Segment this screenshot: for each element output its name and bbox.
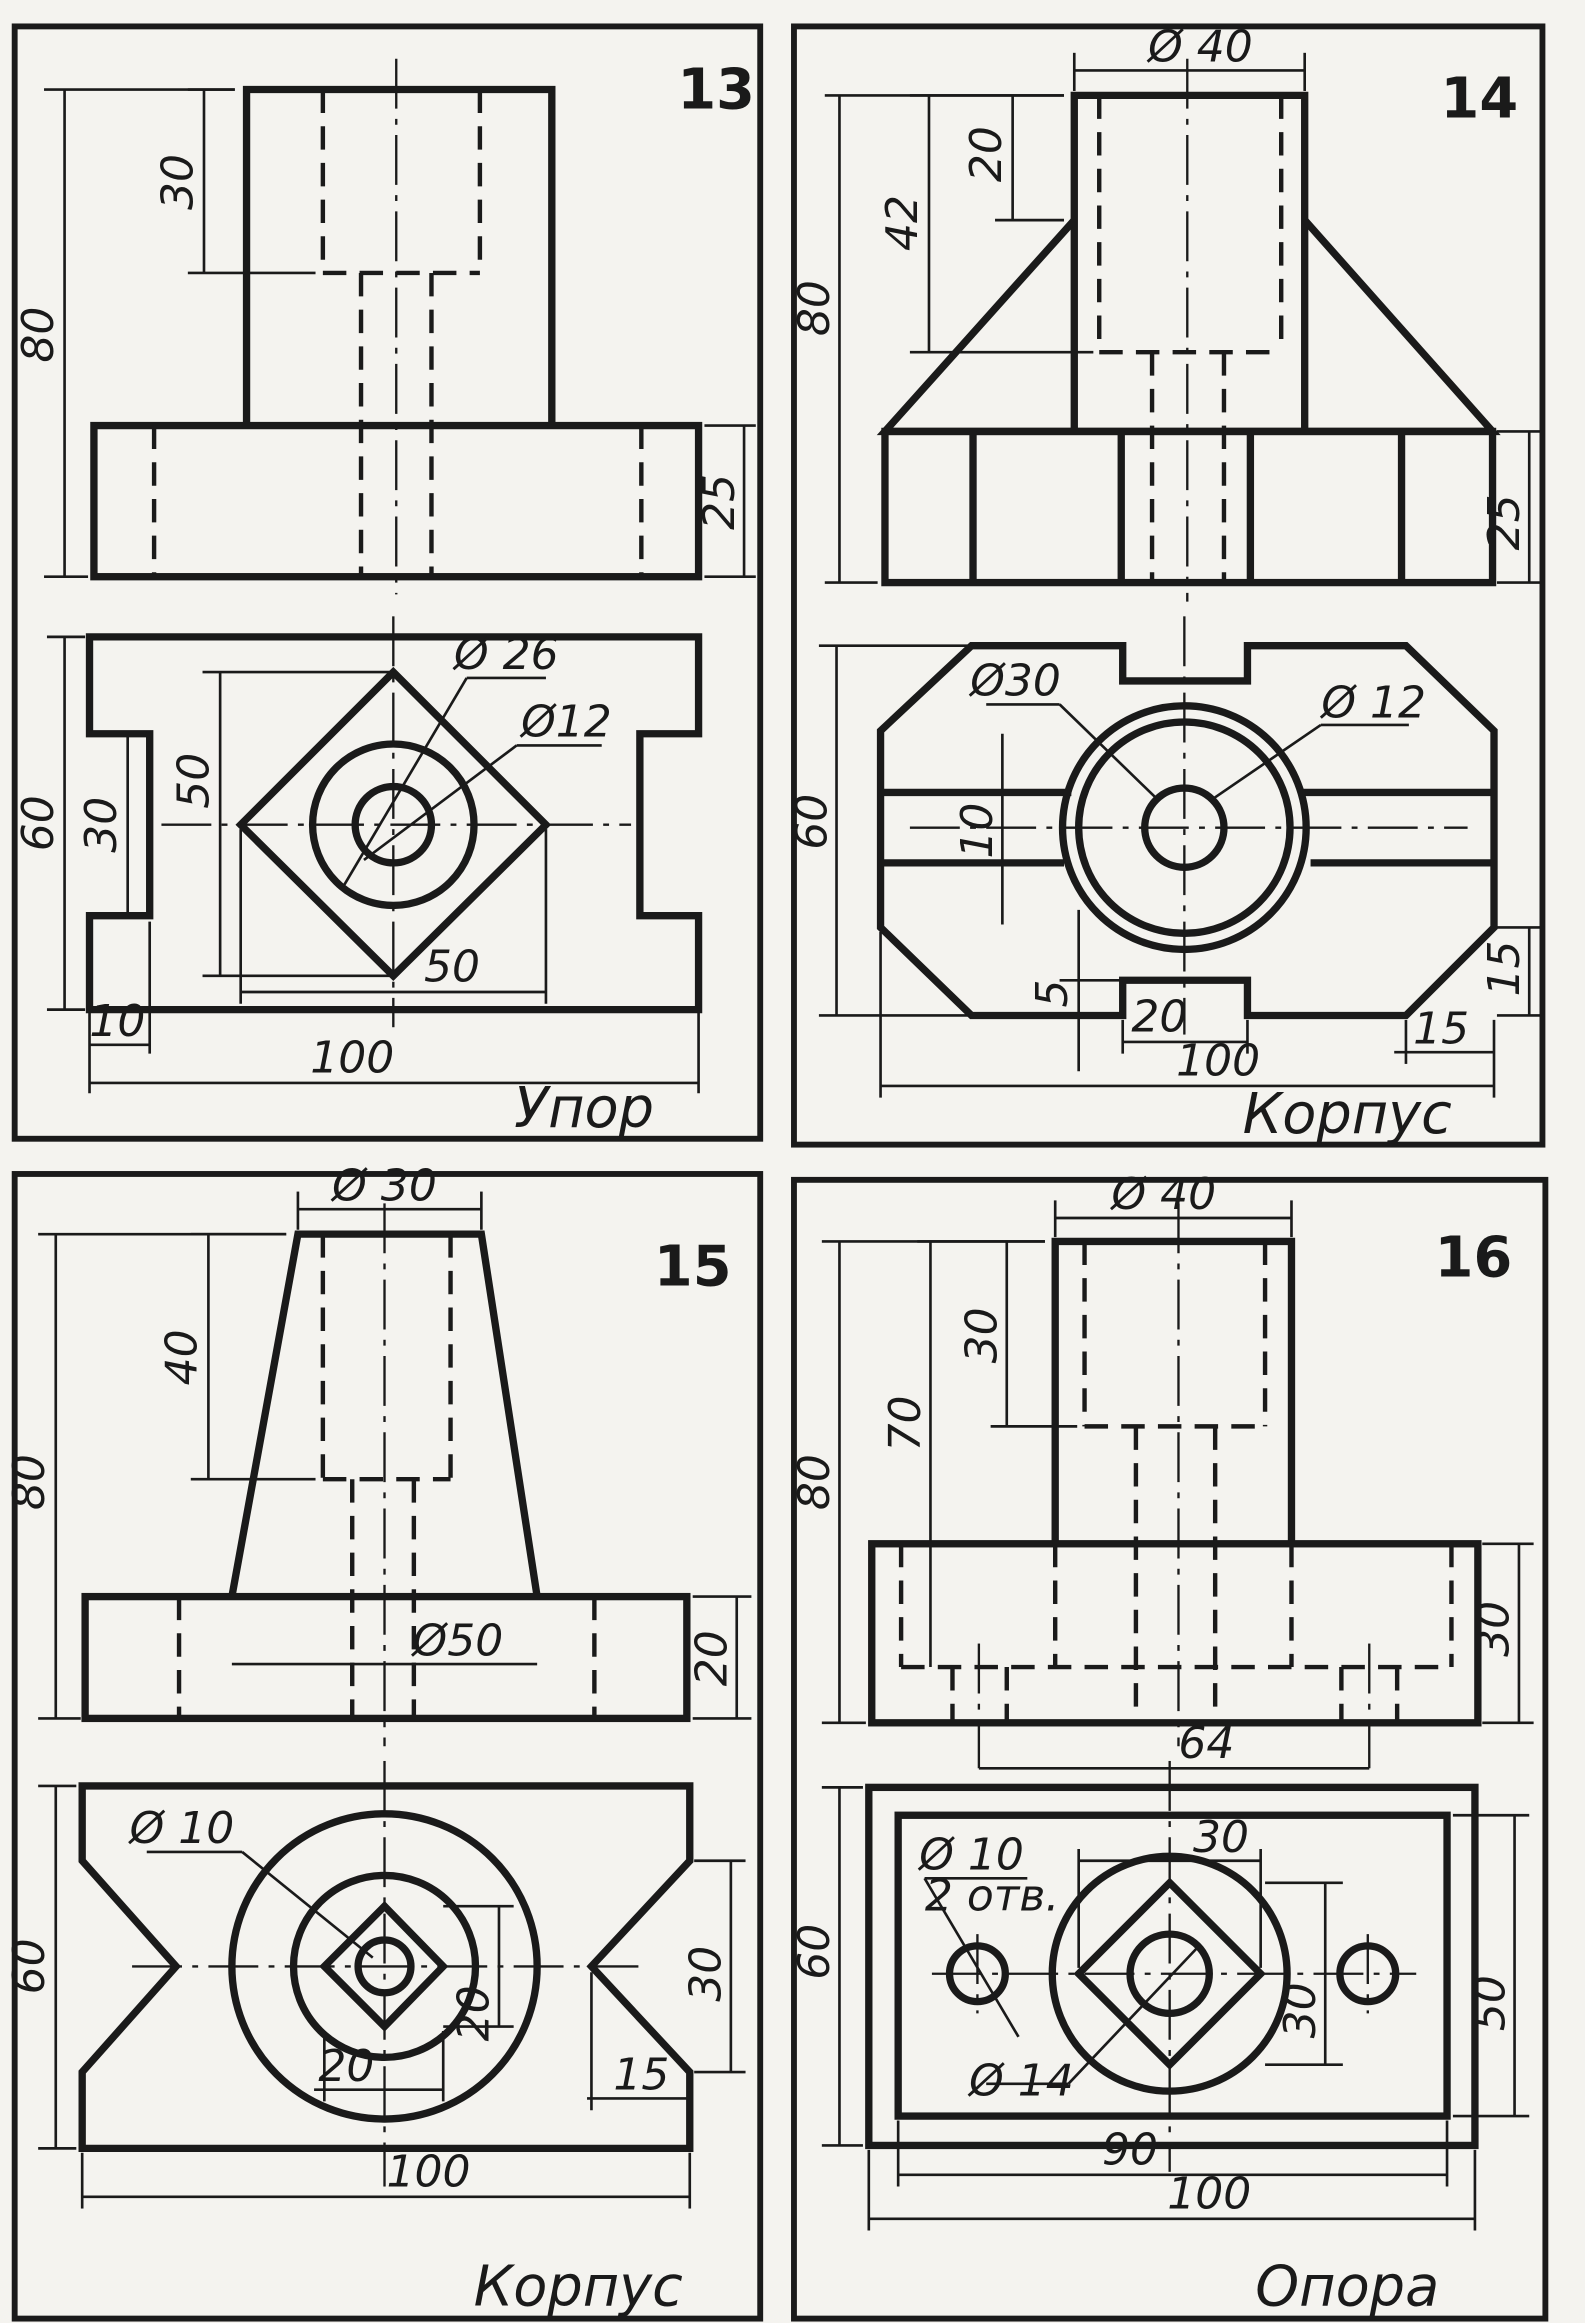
dimension-label: Ø 14 <box>967 2056 1074 2107</box>
dimension-label: 30 <box>152 154 203 210</box>
dimension-label: Ø 12 <box>1319 678 1426 729</box>
front-view <box>876 58 1501 602</box>
dimension-label: 100 <box>1176 1036 1260 1087</box>
drawing-16: 16 <box>789 1169 1549 2322</box>
dimension-label: 50 <box>168 753 219 809</box>
dimension-label: 100 <box>387 2147 471 2198</box>
dimension-label: 10 <box>89 996 145 1047</box>
drawing-title: Корпус <box>474 2254 683 2319</box>
dimension-label: 30 <box>681 1946 732 2002</box>
top-view <box>78 1760 694 2187</box>
dimension-label: 42 <box>877 195 928 251</box>
dimension-label: 30 <box>76 797 127 853</box>
dimension-label: Ø 26 <box>452 629 559 680</box>
dimension-label: 90 <box>1102 2125 1158 2176</box>
dimension-label: 15 <box>1413 1003 1469 1054</box>
dimension-label: 25 <box>1479 494 1530 550</box>
frame-16 <box>791 1176 1549 2322</box>
drawing-14: 14 <box>786 22 1546 1148</box>
drawing-title: Опора <box>1255 2254 1439 2319</box>
dimension-label: 100 <box>310 1033 394 1084</box>
dimension-label: Ø 40 <box>1146 22 1253 73</box>
dimension-label: 30 <box>1469 1601 1520 1657</box>
dimension-label: 80 <box>13 307 64 363</box>
drawing-number: 15 <box>654 1235 732 1300</box>
dimension-label: Ø 10 <box>917 1830 1024 1881</box>
dimension-label: 20 <box>686 1630 737 1686</box>
dimension-label: Ø 30 <box>330 1160 437 1211</box>
dimension-label: 20 <box>961 126 1012 182</box>
frame-15 <box>11 1171 764 2322</box>
top-view <box>876 616 1498 1035</box>
drawing-15: 15 Ø 30 <box>4 1160 764 2322</box>
dimension-label: 60 <box>13 795 64 851</box>
dimension-label: 20 <box>449 1985 500 2041</box>
dimension-label: 80 <box>4 1454 55 1510</box>
dimension-label: 80 <box>789 1454 840 1510</box>
dimension-label: Ø12 <box>519 697 612 748</box>
drawing-title: Корпус <box>1243 1082 1452 1147</box>
dimension-label: 70 <box>880 1395 931 1451</box>
dimension-label: 20 <box>1131 992 1187 1043</box>
dimensions: Ø 40 80 42 20 25 60 10 5 <box>786 22 1544 1147</box>
dimensions: Ø 40 80 70 30 30 64 60 50 <box>789 1169 1534 2319</box>
drawing-13: 13 80 <box>11 23 764 1142</box>
dimension-label: Ø 40 <box>1109 1169 1216 1220</box>
dimension-label: 25 <box>694 474 745 530</box>
drawing-number: 14 <box>1441 66 1519 131</box>
dimension-label: 20 <box>318 2041 374 2092</box>
dimension-label: 15 <box>1479 941 1530 997</box>
top-view <box>865 1760 1479 2172</box>
dimensions: 80 30 25 60 30 50 50 <box>13 88 756 1141</box>
dimension-label: 50 <box>424 942 480 993</box>
dimension-label: Ø50 <box>411 1615 504 1666</box>
dimension-label: 30 <box>956 1307 1007 1363</box>
dimension-label: 60 <box>789 1924 840 1980</box>
frame-14 <box>791 23 1546 1148</box>
dimension-label: 2 отв. <box>925 1871 1060 1922</box>
dimension-label: 60 <box>4 1938 55 1994</box>
dimension-label: 5 <box>1027 979 1078 1007</box>
dimension-label: 50 <box>1464 1975 1515 2031</box>
front-view <box>90 58 703 595</box>
dimension-label: 40 <box>157 1329 208 1385</box>
dimension-label: 60 <box>786 794 837 850</box>
drawing-number: 16 <box>1435 1226 1513 1291</box>
dimension-label: 64 <box>1178 1718 1234 1769</box>
dimension-label: Ø 10 <box>128 1803 235 1854</box>
dimension-label: Ø30 <box>968 656 1061 707</box>
dimension-label: 15 <box>613 2050 669 2101</box>
drawing-number: 13 <box>677 58 755 123</box>
top-view <box>85 616 703 1028</box>
drawing-title: Упор <box>514 1076 654 1141</box>
frame-13 <box>11 23 764 1142</box>
dimension-label: 30 <box>1275 1982 1326 2038</box>
dimension-label: 100 <box>1167 2169 1251 2220</box>
dimension-label: 30 <box>1193 1812 1249 1863</box>
dimensions: Ø 30 80 40 Ø50 20 60 30 <box>4 1160 752 2319</box>
dimension-label: 80 <box>789 280 840 336</box>
front-view <box>868 1203 1482 1769</box>
dimension-label: 10 <box>952 803 1003 859</box>
front-view <box>81 1203 691 1747</box>
